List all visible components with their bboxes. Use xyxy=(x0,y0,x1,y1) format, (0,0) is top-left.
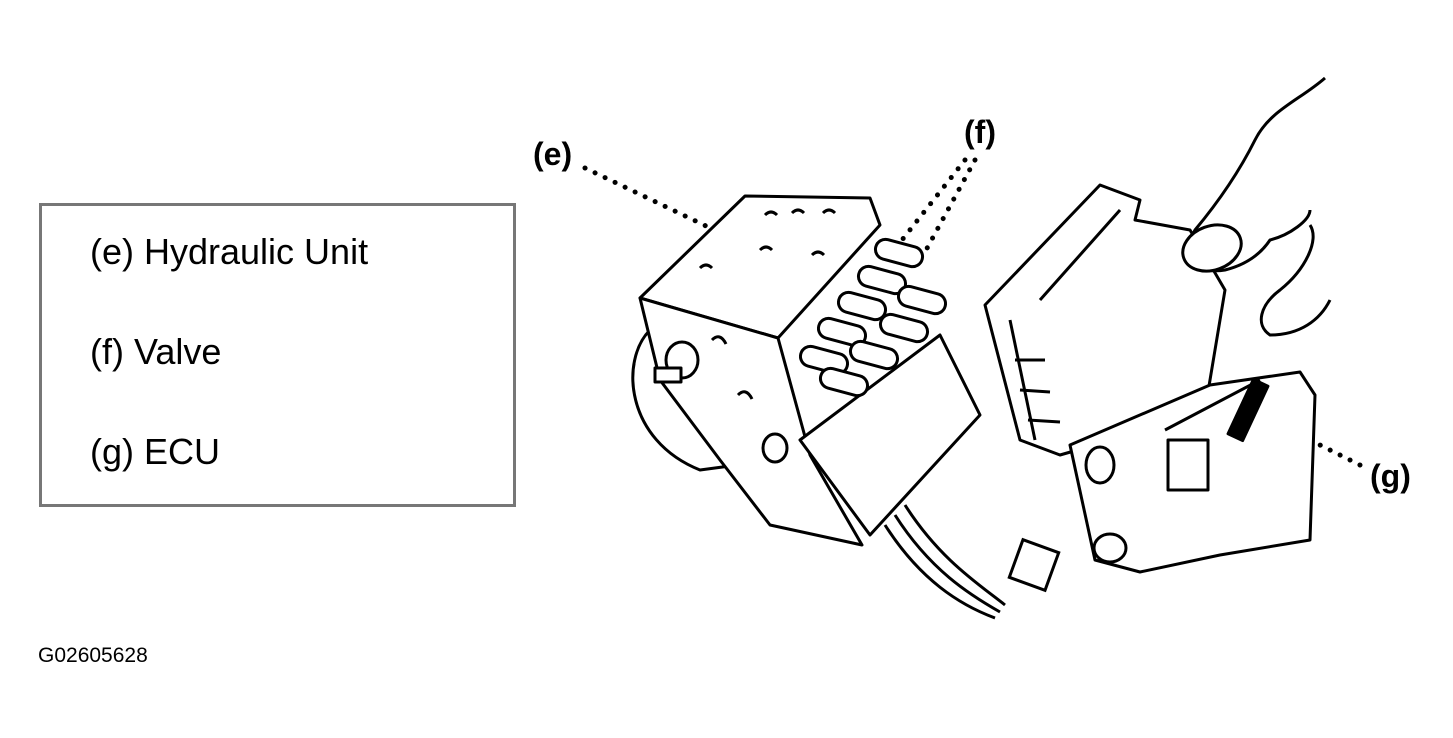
callout-e: (e) xyxy=(533,136,573,172)
figure-id: G02605628 xyxy=(38,644,148,667)
leader-line-f-2 xyxy=(922,157,978,255)
legend-item-valve: (f) Valve xyxy=(90,331,222,372)
hand-drawing xyxy=(1181,76,1332,337)
callout-g: (g) xyxy=(1370,458,1411,494)
ecu-cover-frame xyxy=(983,183,1227,457)
motor-shaft xyxy=(653,366,683,384)
wire-harness xyxy=(883,504,1061,620)
ecu-drawing xyxy=(1068,370,1317,574)
valves-drawing xyxy=(798,237,948,398)
ecu-cover-drawing xyxy=(983,183,1227,457)
legend-box: (e) Hydraulic Unit (f) Valve (g) ECU xyxy=(39,203,516,507)
solenoid-block xyxy=(798,333,982,537)
legend-item-ecu: (g) ECU xyxy=(90,431,221,472)
legend-item-hydraulic-unit: (e) Hydraulic Unit xyxy=(90,231,369,272)
callout-f: (f) xyxy=(964,114,996,150)
hydraulic-unit-drawing xyxy=(631,194,982,547)
